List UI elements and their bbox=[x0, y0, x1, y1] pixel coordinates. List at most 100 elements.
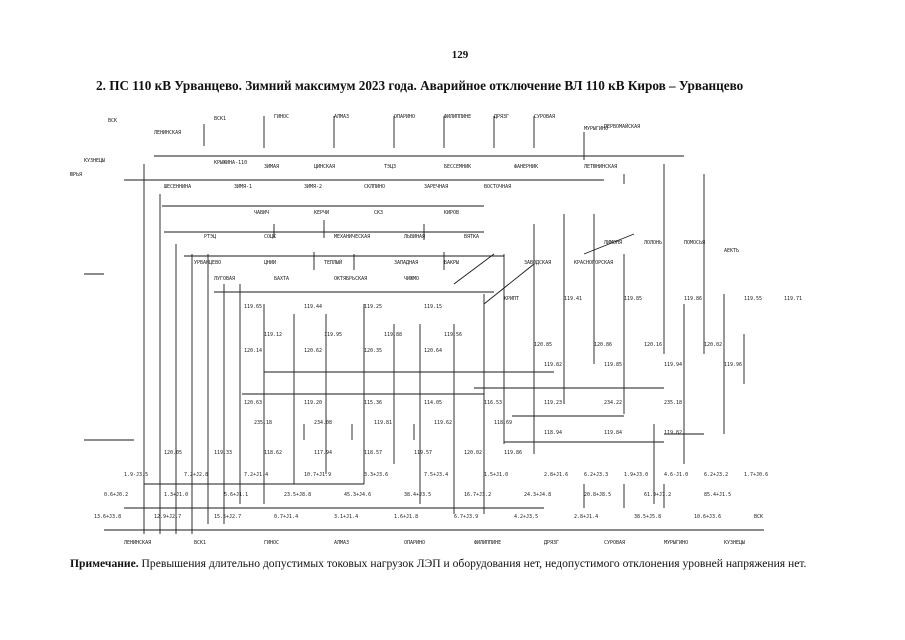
diagram-label: 0.6+J0.2 bbox=[104, 492, 128, 498]
diagram-label: 3.1+J1.4 bbox=[334, 514, 358, 520]
diagram-label: БАХТА bbox=[274, 276, 289, 282]
diagram-label: ОПАРИНО bbox=[404, 540, 425, 546]
diagram-label: ФИЛИППИНЕ bbox=[474, 540, 501, 546]
diagram-label: ВЯТКА bbox=[464, 234, 479, 240]
diagram-label: ЦИНСКАЯ bbox=[314, 164, 335, 170]
diagram-label: 7.5+J3.4 bbox=[424, 472, 448, 478]
diagram-label: ВОСТОЧНАЯ bbox=[484, 184, 511, 190]
diagram-label: 120.02 bbox=[464, 450, 482, 456]
diagram-label: 119.88 bbox=[384, 332, 402, 338]
diagram-label: 235.18 bbox=[254, 420, 272, 426]
diagram-label: 118.94 bbox=[544, 430, 562, 436]
diagram-label: 1.9-J3.5 bbox=[124, 472, 148, 478]
diagram-label: 120.86 bbox=[594, 342, 612, 348]
diagram-label: СОЦК bbox=[264, 234, 276, 240]
diagram-label: ВСК bbox=[754, 514, 763, 520]
diagram-label: СУРОВАЯ bbox=[604, 540, 625, 546]
diagram-label: ЗАПАДНАЯ bbox=[394, 260, 418, 266]
diagram-label: 119.71 bbox=[784, 296, 802, 302]
diagram-label: 115.36 bbox=[364, 400, 382, 406]
diagram-label: 119.82 bbox=[664, 430, 682, 436]
diagram-label: ДРЯЗГ bbox=[494, 114, 509, 120]
diagram-label: СКЗ bbox=[374, 210, 383, 216]
diagram-label: 1.5+J1.0 bbox=[484, 472, 508, 478]
diagram-label: ЮРЬЯ bbox=[70, 172, 82, 178]
diagram-label: 119.41 bbox=[564, 296, 582, 302]
diagram-label: МУРЫГИНО bbox=[664, 540, 688, 546]
diagram-label: 120.02 bbox=[704, 342, 722, 348]
diagram-label: ВСК bbox=[108, 118, 117, 124]
diagram-label: 12.9+J2.7 bbox=[154, 514, 181, 520]
diagram-label: ЗАВОДСКАЯ bbox=[524, 260, 551, 266]
footnote-text: Превышения длительно допустимых токовых … bbox=[141, 557, 807, 570]
diagram-label: 120.62 bbox=[304, 348, 322, 354]
diagram-label: КЕРЧИ bbox=[314, 210, 329, 216]
diagram-label: ГИНОС bbox=[274, 114, 289, 120]
diagram-label: 118.62 bbox=[264, 450, 282, 456]
diagram-label: ФИЛИППИНЕ bbox=[444, 114, 471, 120]
diagram-label: 2.8+J1.4 bbox=[574, 514, 598, 520]
diagram-label: 119.62 bbox=[434, 420, 452, 426]
diagram-label: 119.25 bbox=[364, 304, 382, 310]
diagram-label: ЗИМАЯ bbox=[264, 164, 279, 170]
diagram-label: 119.85 bbox=[624, 296, 642, 302]
diagram-label: 119.95 bbox=[324, 332, 342, 338]
diagram-label: КРЫЖИНА-110 bbox=[214, 160, 247, 166]
diagram-label: КУЗНЕЦЫ bbox=[724, 540, 745, 546]
diagram-label: 114.05 bbox=[424, 400, 442, 406]
footnote-label: Примечание. bbox=[70, 557, 139, 570]
diagram-label: 119.86 bbox=[504, 450, 522, 456]
diagram-label: ЛОЛОНЬ bbox=[644, 240, 662, 246]
diagram-label: 234.08 bbox=[314, 420, 332, 426]
diagram-label: 10.6+J3.6 bbox=[694, 514, 721, 520]
diagram-label: ГИНОС bbox=[264, 540, 279, 546]
diagram-label: ЗИМЯ-1 bbox=[234, 184, 252, 190]
diagram-label: 6.2+J3.3 bbox=[584, 472, 608, 478]
diagram-label: 119.85 bbox=[604, 362, 622, 368]
diagram-label: ТЭЦ3 bbox=[384, 164, 396, 170]
diagram-lines bbox=[84, 116, 764, 534]
diagram-label: 13.6+J3.8 bbox=[94, 514, 121, 520]
diagram-label: 5.6+J1.1 bbox=[224, 492, 248, 498]
diagram-label: 23.5+J8.8 bbox=[284, 492, 311, 498]
diagram-label: ЛУГОВАЯ bbox=[214, 276, 235, 282]
diagram-label: ЗИМЯ-2 bbox=[304, 184, 322, 190]
diagram-label: РТЭЦ bbox=[204, 234, 216, 240]
diagram-label: КРИПТ bbox=[504, 296, 519, 302]
diagram-label: 7.2+J1.4 bbox=[244, 472, 268, 478]
diagram-label: БАКРЫ bbox=[444, 260, 459, 266]
diagram-label: 1.6+J1.8 bbox=[394, 514, 418, 520]
diagram-label: ШЕСЕННИНА bbox=[164, 184, 191, 190]
diagram-label: 120.16 bbox=[644, 342, 662, 348]
diagram-label: ФАНЕРНИК bbox=[514, 164, 538, 170]
diagram-label: 120.64 bbox=[424, 348, 442, 354]
diagram-label: ЛЕНИНСКАЯ bbox=[154, 130, 181, 136]
diagram-label: 119.96 bbox=[724, 362, 742, 368]
diagram-label: АЕКТЬ bbox=[724, 248, 739, 254]
diagram-label: 0.7+J1.4 bbox=[274, 514, 298, 520]
diagram-label: 119.15 bbox=[424, 304, 442, 310]
diagram-label: ПОМОСЬЯ bbox=[684, 240, 705, 246]
diagram-label: 120.05 bbox=[164, 450, 182, 456]
diagram-label: 7.2+J2.8 bbox=[184, 472, 208, 478]
diagram-label: 117.94 bbox=[314, 450, 332, 456]
page-number: 129 bbox=[451, 49, 469, 61]
diagram-label: 119.86 bbox=[684, 296, 702, 302]
diagram-label: СУРОВАЯ bbox=[534, 114, 555, 120]
diagram-label: 116.53 bbox=[484, 400, 502, 406]
diagram-label: 119.82 bbox=[544, 362, 562, 368]
diagram-label: АЛМАЗ bbox=[334, 540, 349, 546]
diagram-label: 120.35 bbox=[364, 348, 382, 354]
page-title: 2. ПС 110 кВ Урванцево. Зимний максимум … bbox=[96, 78, 744, 93]
diagram-label: ЛЕНИНСКАЯ bbox=[124, 540, 151, 546]
diagram-label: ЗАРЕЧНАЯ bbox=[424, 184, 448, 190]
diagram-label: 16.7+J3.2 bbox=[464, 492, 491, 498]
diagram-label: СКЛПИНО bbox=[364, 184, 385, 190]
diagram-label: 6.2+J3.2 bbox=[704, 472, 728, 478]
diagram-label: 45.3+J4.6 bbox=[344, 492, 371, 498]
diagram-label: АЛМАЗ bbox=[334, 114, 349, 120]
diagram-label: 120.63 bbox=[244, 400, 262, 406]
diagram-label: 119.56 bbox=[444, 332, 462, 338]
diagram-label: 119.20 bbox=[304, 400, 322, 406]
